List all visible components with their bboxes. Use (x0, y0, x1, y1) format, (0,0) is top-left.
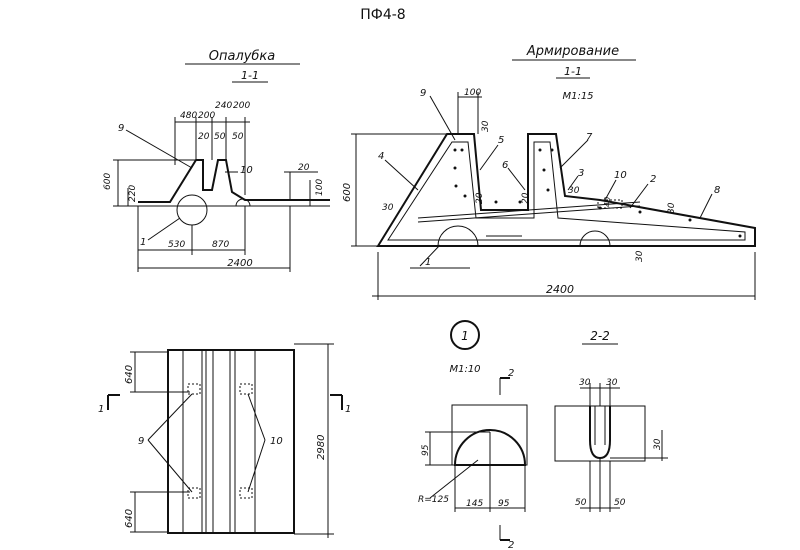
plan-section-mark-right: 1 (345, 404, 351, 415)
reinforcement-embedded-plate (597, 199, 623, 209)
section-2-2-dim-top-30a: 30 (579, 378, 591, 388)
section-2-2-view: 2-2 30 30 30 50 50 (554, 329, 668, 512)
reinforcement-callout-5: 5 (498, 135, 504, 146)
plan-outline (167, 349, 295, 534)
reinforcement-callout-9: 9 (420, 88, 426, 99)
formwork-profile (138, 159, 330, 203)
detail-1-scale: М1:10 (449, 364, 480, 375)
reinforcement-outer-profile (376, 133, 756, 247)
reinforcement-inner-20a: 20 (475, 192, 485, 204)
reinforcement-inner-20b: 20 (521, 192, 531, 204)
reinforcement-section-label: 1-1 (564, 65, 582, 78)
formwork-callout-1: 1 (140, 237, 146, 248)
detail-1-dim-95-left: 95 (421, 444, 431, 456)
reinforcement-callout-4: 4 (378, 151, 384, 162)
section-2-2-groove (589, 406, 611, 460)
reinforcement-main-bar (417, 201, 641, 219)
reinforcement-callout-3: 3 (578, 168, 584, 179)
reinforcement-right-arc (579, 230, 611, 247)
detail-1-dim-145: 145 (466, 499, 483, 509)
formwork-dim-240: 240 (215, 101, 232, 111)
formwork-height-600: 600 (103, 173, 113, 190)
formwork-dim-870: 870 (212, 240, 229, 250)
detail-1-arch (453, 429, 527, 466)
reinforcement-inner-30c: 30 (667, 202, 677, 214)
section-2-2-dim-bottom-50b: 50 (614, 498, 626, 508)
reinforcement-title: Армирование (526, 44, 619, 59)
formwork-title: Опалубка (209, 49, 276, 64)
reinforcement-inner-rebar (387, 141, 746, 241)
plan-callout-9: 9 (138, 436, 144, 447)
sheet-title: ПФ4-8 (360, 7, 405, 23)
reinforcement-scale: М1:15 (562, 91, 593, 102)
plan-embed-10-bottom (239, 487, 253, 499)
plan-embed-10-top (239, 383, 253, 395)
formwork-dim-20: 20 (198, 132, 210, 142)
formwork-dim-right-100: 100 (315, 179, 325, 196)
formwork-small-arc (235, 198, 251, 207)
reinforcement-callout-2: 2 (650, 174, 656, 185)
formwork-dim-480: 480 (180, 111, 197, 121)
plan-embed-9-bottom (187, 487, 201, 499)
formwork-total-2400: 2400 (227, 258, 252, 269)
reinforcement-inner-30b: 30 (382, 203, 394, 213)
detail-1-radius: R=125 (418, 495, 449, 505)
formwork-view: Опалубка 1-1 480 200 240 200 20 50 50 60… (103, 49, 330, 272)
reinforcement-inner-30a: 30 (568, 186, 580, 196)
formwork-dim-200b: 200 (233, 101, 250, 111)
reinforcement-height-600: 600 (342, 183, 353, 202)
reinforcement-dim-30-top: 30 (481, 120, 491, 132)
reinforcement-total-2400: 2400 (546, 283, 574, 296)
plan-dim-640-top: 640 (124, 365, 135, 384)
plan-view: 640 640 2980 1 1 9 10 (98, 343, 351, 538)
detail-1-section-mark-bottom: 2 (508, 540, 514, 550)
reinforcement-callout-8: 8 (714, 185, 720, 196)
formwork-height-220: 220 (128, 185, 138, 202)
section-2-2-dim-top-30b: 30 (606, 378, 618, 388)
plan-dim-640-bottom: 640 (124, 509, 135, 528)
plan-total-2980: 2980 (316, 435, 327, 460)
reinforcement-left-arc (437, 225, 479, 247)
detail-1-mark: 1 (461, 329, 469, 343)
plan-embed-9-top (187, 383, 201, 395)
reinforcement-inner-30d: 30 (635, 250, 645, 262)
detail-1-view: 1 М1:10 2 2 95 R=125 145 95 (418, 320, 528, 550)
rebar-dots (453, 148, 742, 238)
plan-section-mark-left: 1 (98, 404, 104, 415)
section-2-2-body (554, 405, 646, 462)
reinforcement-inner-40: 40 (603, 197, 612, 207)
section-2-2-title: 2-2 (590, 329, 610, 343)
reinforcement-callout-7: 7 (586, 132, 593, 143)
section-2-2-dim-right-30: 30 (653, 438, 663, 450)
formwork-dim-530: 530 (168, 240, 185, 250)
plan-callout-10: 10 (270, 436, 283, 447)
formwork-dim-50a: 50 (214, 132, 226, 142)
detail-1-dim-95-bottom: 95 (498, 499, 510, 509)
formwork-callout-9: 9 (118, 123, 124, 134)
reinforcement-dim-100: 100 (464, 88, 481, 98)
formwork-dim-right-20: 20 (298, 163, 310, 173)
reinforcement-view: Армирование 1-1 М1:15 (342, 44, 756, 300)
reinforcement-callout-10: 10 (614, 170, 627, 181)
detail-1-mark-circle (450, 320, 480, 350)
formwork-dim-50b: 50 (232, 132, 244, 142)
formwork-callout-10: 10 (240, 165, 253, 176)
formwork-section-label: 1-1 (241, 69, 259, 82)
reinforcement-callout-1: 1 (425, 257, 431, 268)
formwork-pipe-circle (176, 194, 208, 226)
section-2-2-dim-bottom-50a: 50 (575, 498, 587, 508)
reinforcement-callout-6: 6 (502, 160, 508, 171)
detail-1-section-mark-top: 2 (508, 368, 514, 379)
formwork-dim-200a: 200 (198, 111, 215, 121)
